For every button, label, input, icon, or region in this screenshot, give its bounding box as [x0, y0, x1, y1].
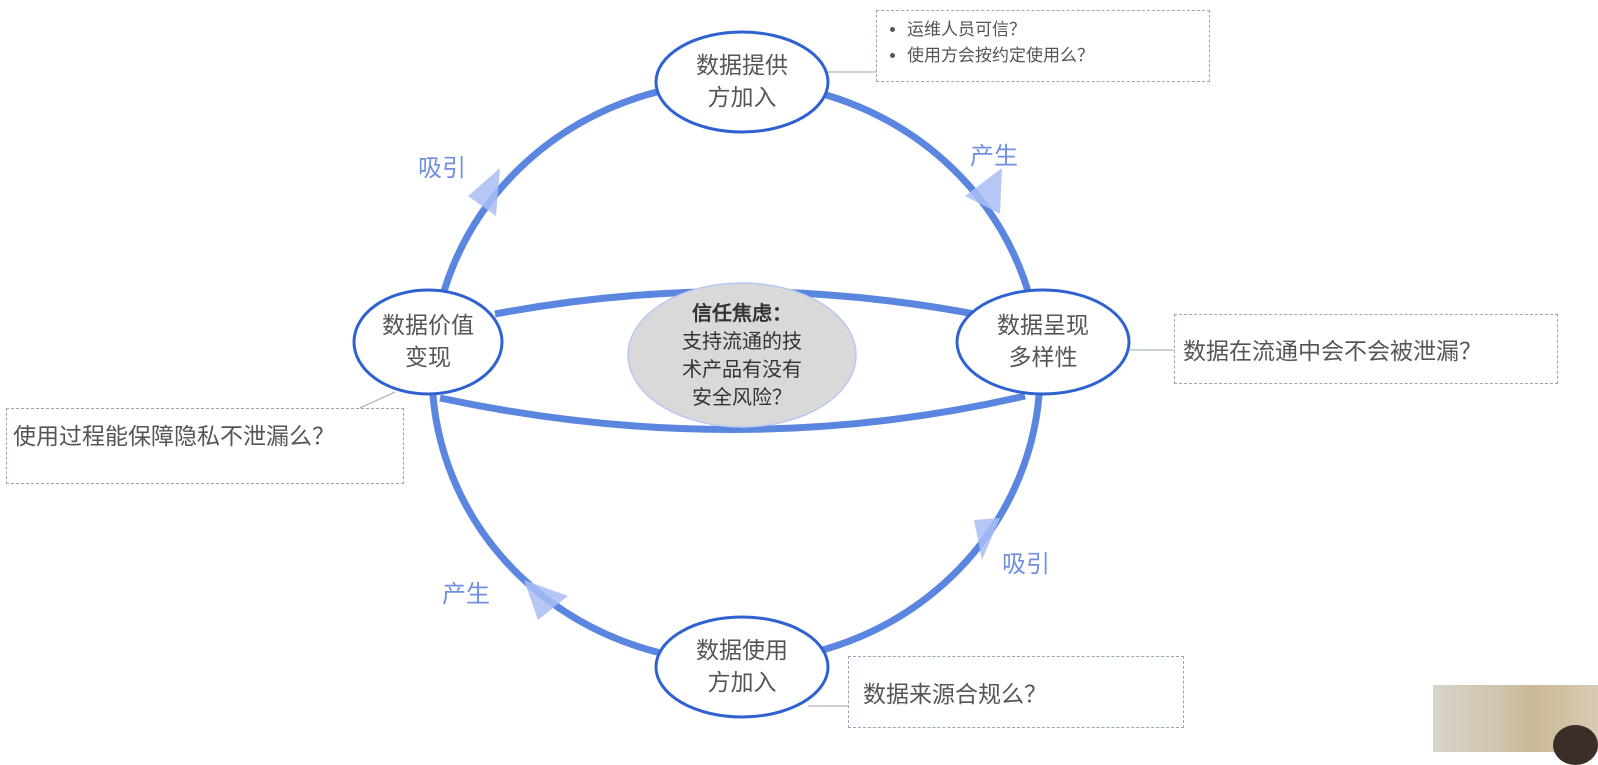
callout-provider-questions: 运维人员可信？使用方会按约定使用么？ [876, 10, 1210, 82]
edge-label-attract: 吸引 [418, 154, 466, 182]
node-text: 多样性 [1008, 345, 1078, 371]
center-line: 术产品有没有 [682, 357, 802, 381]
edge-label-produce: 产生 [970, 142, 1018, 170]
presenter-head [1553, 725, 1598, 765]
node-data-provider: 数据提供方加入 [656, 32, 828, 132]
center-line: 支持流通的技 [682, 329, 802, 353]
arrow-icon [965, 168, 1002, 214]
node-data-user: 数据使用方加入 [656, 617, 828, 717]
edge-label-attract: 吸引 [1002, 550, 1050, 578]
arrow-icon [468, 168, 500, 216]
webcam-overlay [1433, 685, 1598, 765]
edge-label-produce: 产生 [442, 580, 490, 608]
callout-source-compliance: 数据来源合规么？ [848, 656, 1184, 728]
callout-privacy-in-use: 使用过程能保障隐私不泄漏么？ [6, 408, 404, 484]
node-text: 变现 [405, 345, 451, 371]
node-text: 方加入 [707, 670, 777, 696]
node-text: 数据使用 [696, 638, 788, 664]
callout-item: 使用方会按约定使用么？ [907, 43, 1209, 69]
center-line: 安全风险？ [692, 385, 792, 409]
node-data-diversity: 数据呈现多样性 [957, 290, 1129, 394]
arrow-icon [974, 518, 1000, 560]
node-text: 数据价值 [382, 313, 474, 339]
center-title: 信任焦虑： [692, 301, 792, 325]
node-text: 方加入 [707, 85, 777, 111]
callout-leak-in-circulation: 数据在流通中会不会被泄漏？ [1174, 314, 1558, 384]
node-value-realization: 数据价值变现 [354, 290, 502, 394]
node-text: 数据提供 [696, 53, 788, 79]
callout-item: 运维人员可信？ [907, 17, 1209, 43]
connector [359, 391, 396, 409]
band-bottom-arc [439, 392, 1026, 433]
arrow-icon [524, 580, 568, 620]
node-text: 数据呈现 [997, 313, 1089, 339]
node-trust-anxiety: 信任焦虑： 支持流通的技 术产品有没有 安全风险？ [628, 283, 856, 427]
